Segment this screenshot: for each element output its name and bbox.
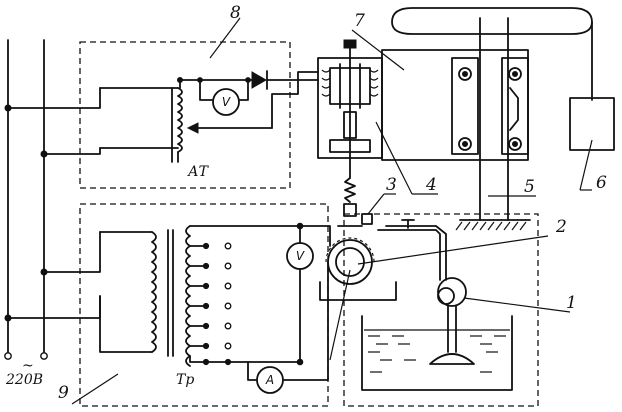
autotransformer-box: [79, 41, 291, 189]
callout-6: 6: [596, 173, 607, 193]
top-circuit: [179, 70, 319, 129]
callout-5: 5: [524, 177, 535, 197]
voltmeter-mid-label: V: [296, 249, 305, 263]
supply-lines: [4, 39, 101, 360]
callout-4: 4: [425, 175, 437, 195]
voltmeter-top-label: V: [222, 95, 231, 109]
pump-1: [429, 277, 571, 365]
leader-9: [71, 373, 119, 405]
holder-3: [361, 193, 447, 281]
callout-2: 2: [555, 217, 567, 237]
callout-1: 1: [566, 293, 577, 313]
voltmeter-mid: V: [286, 242, 314, 270]
callout-8: 8: [230, 3, 241, 23]
measurement-circuit: [247, 225, 331, 381]
callout-3: 3: [386, 175, 397, 195]
ammeter-label: A: [265, 373, 274, 387]
callout-labels: 1 2 3 4 5 6 7 8 9: [58, 3, 607, 403]
callout-7: 7: [354, 11, 365, 31]
voltmeter-top: V: [212, 88, 240, 116]
ammeter: A: [256, 366, 284, 394]
block-7: [351, 29, 529, 161]
callout-9: 9: [58, 383, 69, 403]
electromagnet-4: [317, 39, 438, 217]
transformer-tr: [99, 222, 304, 367]
column-5: [391, 7, 593, 231]
bath-box: [343, 213, 539, 407]
leader-8: [209, 17, 241, 59]
device-6: [569, 97, 615, 191]
supply-voltage-label: 220В: [5, 372, 43, 388]
liquid-vessel: [329, 269, 513, 391]
autotransformer-label: АТ: [187, 164, 210, 180]
ac-tilde-label: ~: [22, 358, 34, 374]
transformer-box: [79, 203, 329, 407]
autotransformer-at: [99, 77, 273, 163]
roller-2: [319, 225, 549, 301]
transformer-label: Тр: [176, 372, 194, 388]
